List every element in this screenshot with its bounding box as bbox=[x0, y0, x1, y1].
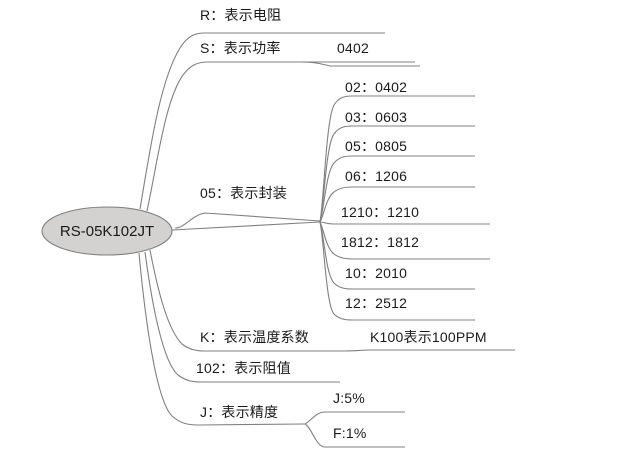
connector-pkg-to-02 bbox=[319, 95, 475, 223]
branch-label-r[interactable]: R：表示电阻 bbox=[200, 7, 282, 23]
connector-root-to-res bbox=[144, 251, 340, 383]
connector-pkg-to-06 bbox=[319, 186, 475, 223]
branch-label-pkg[interactable]: 05：表示封装 bbox=[200, 185, 287, 201]
sub-label-pkg-1812[interactable]: 1812：1812 bbox=[341, 234, 420, 250]
sub-label-f-1pct[interactable]: F:1% bbox=[333, 425, 367, 441]
connector-pkg-to-10 bbox=[319, 221, 475, 290]
sub-label-pkg-12[interactable]: 12：2512 bbox=[345, 295, 408, 311]
sub-label-pkg-06[interactable]: 06：1206 bbox=[345, 168, 408, 184]
connector-k-to-k100 bbox=[344, 349, 515, 352]
connector-j-to-j5 bbox=[304, 411, 405, 425]
connector-pkg-to-1812 bbox=[319, 221, 490, 260]
connector-s-to-0402 bbox=[299, 61, 420, 67]
root-node-shape[interactable] bbox=[41, 206, 173, 256]
connector-pkg-to-12 bbox=[319, 221, 475, 321]
sub-label-j-5pct[interactable]: J:5% bbox=[333, 390, 365, 406]
connector-j-to-f1 bbox=[304, 423, 405, 448]
connector-root-to-s bbox=[146, 61, 415, 212]
sub-label-k-100ppm[interactable]: K100表示100PPM bbox=[370, 329, 487, 345]
branch-label-s[interactable]: S：表示功率 bbox=[200, 40, 281, 56]
connector-pkg-to-03 bbox=[319, 125, 475, 223]
sub-label-pkg-05[interactable]: 05：0805 bbox=[345, 138, 408, 154]
connector-root-to-k bbox=[149, 249, 345, 352]
branch-label-k[interactable]: K：表示温度系数 bbox=[200, 329, 309, 345]
root-node-label: RS-05K102JT bbox=[59, 223, 155, 240]
sub-label-pkg-1210[interactable]: 1210：1210 bbox=[341, 204, 420, 220]
sub-label-s-0402[interactable]: 0402 bbox=[337, 40, 369, 56]
branch-label-j[interactable]: J：表示精度 bbox=[200, 404, 279, 420]
sub-label-pkg-10[interactable]: 10：2010 bbox=[345, 265, 408, 281]
connector-pkg-underline bbox=[174, 212, 321, 229]
connector-root-to-pkg bbox=[171, 221, 321, 231]
connector-root-to-j bbox=[138, 252, 306, 426]
connector-pkg-to-1210 bbox=[319, 221, 490, 225]
connector-pkg-to-05 bbox=[319, 155, 475, 223]
connector-root-to-r bbox=[139, 32, 385, 210]
sub-label-pkg-02[interactable]: 02：0402 bbox=[345, 79, 408, 95]
sub-label-pkg-03[interactable]: 03：0603 bbox=[345, 109, 408, 125]
branch-label-res[interactable]: 102：表示阻值 bbox=[196, 360, 291, 376]
